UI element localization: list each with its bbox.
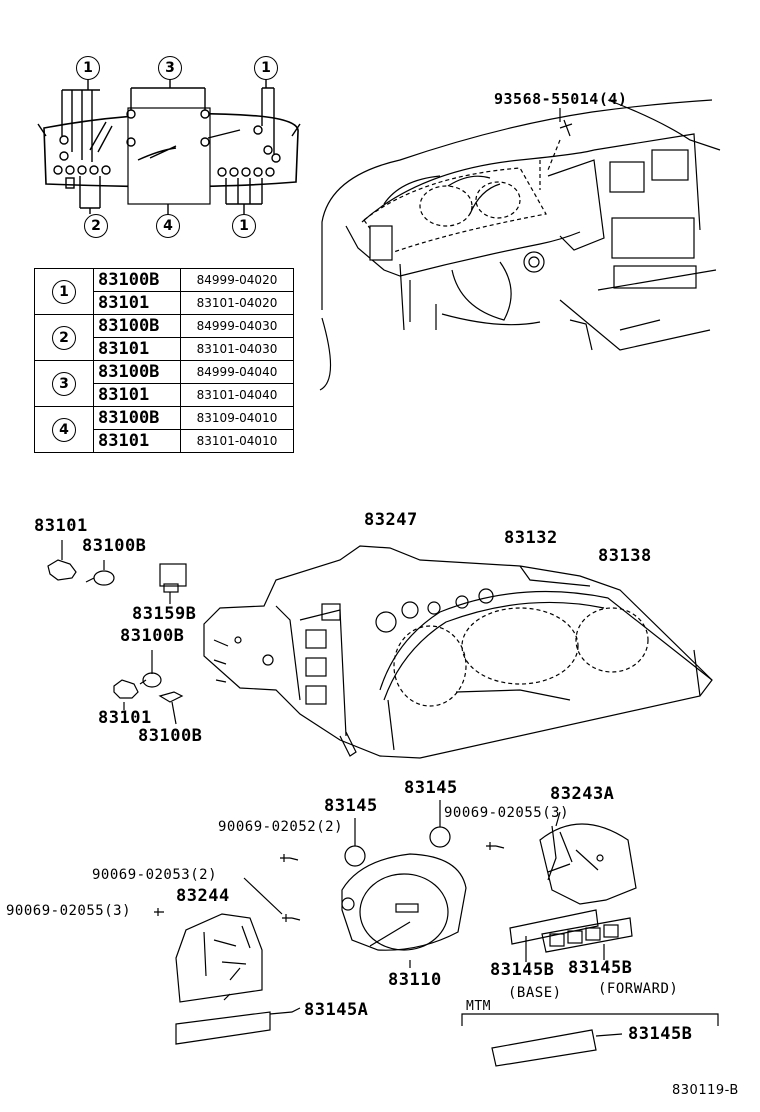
table-part-cell: 83100B [93,360,181,384]
table-number-cell: 84999-04030 [180,314,294,338]
label-83100b-bottom: 83100B [138,726,203,746]
bulb-location-schematic [37,78,301,216]
table-part-cell: 83100B [93,406,181,430]
diagram-reference-code: 830119-B [672,1083,739,1098]
label-83145b-mtm: 83145B [628,1024,693,1044]
table-key-circle: 2 [52,325,76,350]
table-number-cell: 84999-04040 [180,360,294,384]
table-key-cell: 1 [34,268,94,315]
label-83138: 83138 [598,546,652,566]
label-83100b-mid: 83100B [120,626,185,646]
label-83243a: 83243A [550,784,615,804]
dashboard-installation-view [319,99,721,391]
table-number-cell: 84999-04020 [180,268,294,292]
label-83101-top: 83101 [34,516,88,536]
bulbs-and-sockets [47,540,187,725]
table-key-circle: 3 [52,371,76,396]
bulb-part-table: 1 83100B 84999-04020 83101 83101-04020 2… [34,268,294,453]
combination-meter-exploded-view [203,545,713,759]
table-part-cell: 83101 [93,291,181,315]
table-row: 1 83100B 84999-04020 [34,268,294,315]
table-number-cell: 83109-04010 [180,406,294,430]
callout-1-right: 1 [254,56,278,80]
label-83145b-base: 83145B [490,960,555,980]
table-part-cell: 83100B [93,314,181,338]
label-83101-bottom: 83101 [98,708,152,728]
table-row: 83101 83101-04010 [35,429,294,453]
label-forward-note: (FORWARD) [598,981,679,997]
table-key-cell: 3 [34,360,94,407]
table-row: 83101 83101-04030 [35,337,294,361]
label-83110: 83110 [388,970,442,990]
label-base-note: (BASE) [508,985,562,1001]
table-key-cell: 4 [34,406,94,453]
table-number-cell: 83101-04020 [180,291,294,315]
table-key-circle: 4 [52,417,76,442]
label-screw-90069-02052: 90069-02052(2) [218,819,344,835]
table-key-cell: 2 [34,314,94,361]
label-screw-93568: 93568-55014(4) [494,90,628,108]
table-part-cell: 83100B [93,268,181,292]
label-screw-90069-02055-right: 90069-02055(3) [444,805,570,821]
label-83145-left: 83145 [324,796,378,816]
table-row: 3 83100B 84999-04040 [34,360,294,407]
table-number-cell: 83101-04030 [180,337,294,361]
label-83145-right: 83145 [404,778,458,798]
table-part-cell: 83101 [93,337,181,361]
label-83247: 83247 [364,510,418,530]
table-row: 4 83100B 83109-04010 [34,406,294,453]
label-83132: 83132 [504,528,558,548]
label-screw-90069-02053: 90069-02053(2) [92,867,218,883]
callout-1-bottom: 1 [232,214,256,238]
table-row: 83101 83101-04020 [35,291,294,315]
table-row: 2 83100B 84999-04030 [34,314,294,361]
label-83159b: 83159B [132,604,197,624]
callout-2: 2 [84,214,108,238]
callout-1-left: 1 [76,56,100,80]
label-83145a: 83145A [304,1000,369,1020]
table-key-circle: 1 [52,279,76,304]
callout-4: 4 [156,214,180,238]
table-number-cell: 83101-04040 [180,383,294,407]
label-mtm: MTM [466,999,491,1014]
label-83100b-top: 83100B [82,536,147,556]
label-83244: 83244 [176,886,230,906]
callout-3: 3 [158,56,182,80]
table-part-cell: 83101 [93,383,181,407]
label-83145b-forward: 83145B [568,958,633,978]
gauges-and-hardware [154,108,719,1067]
table-row: 83101 83101-04040 [35,383,294,407]
table-part-cell: 83101 [93,429,181,453]
table-number-cell: 83101-04010 [180,429,294,453]
label-screw-90069-02055-left: 90069-02055(3) [6,903,132,919]
